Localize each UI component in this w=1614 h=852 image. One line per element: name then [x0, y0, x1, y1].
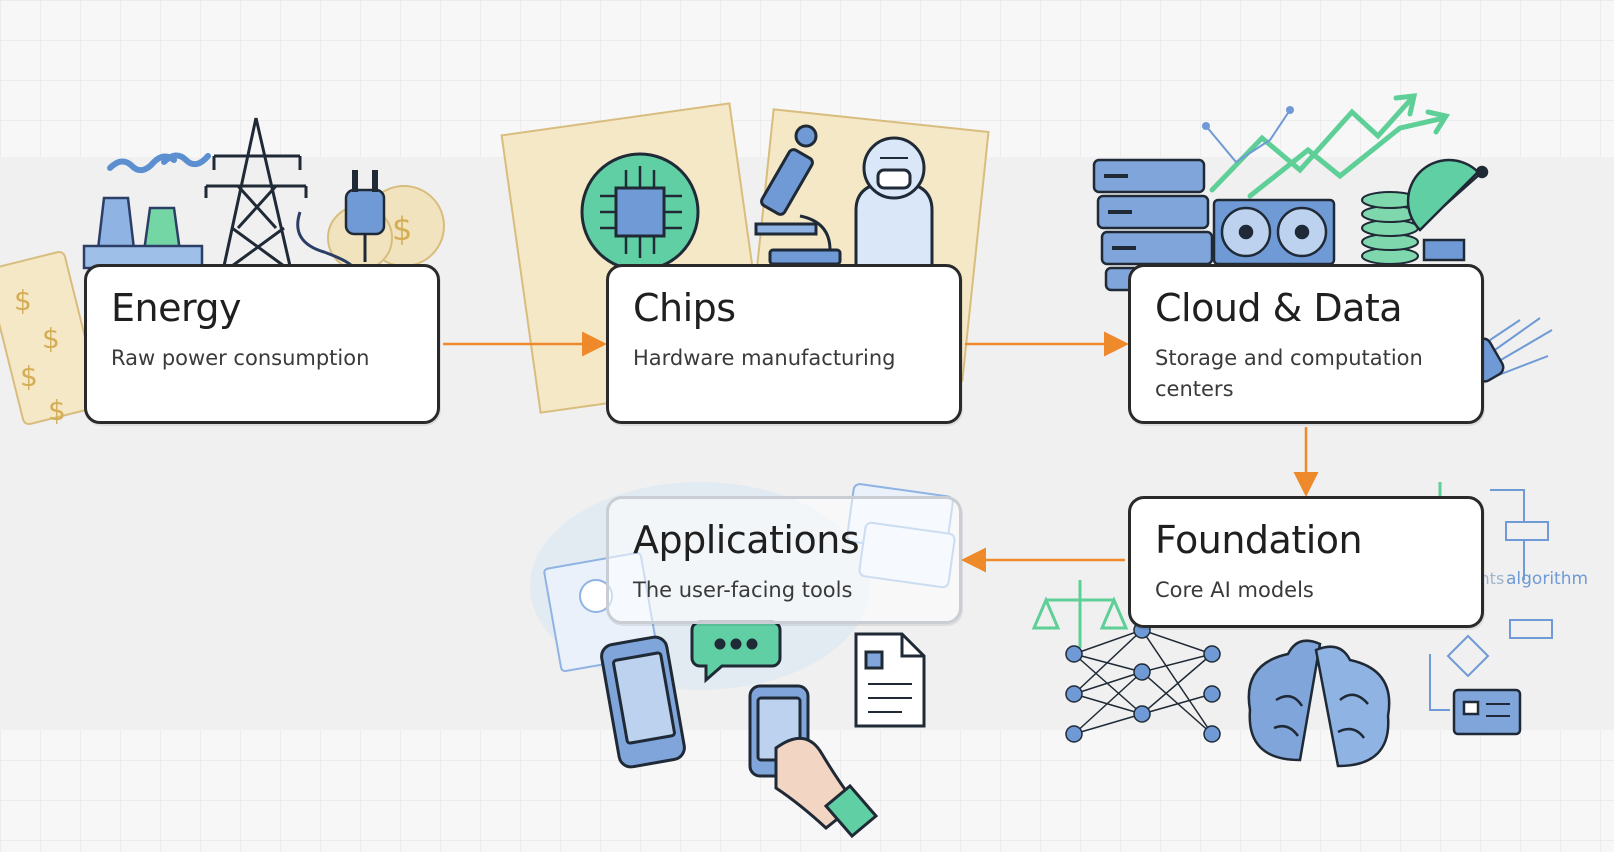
brain-icon [1247, 639, 1391, 768]
node-cloud-data: Cloud & Data Storage and computation cen… [1128, 264, 1484, 424]
svg-text:$: $ [20, 360, 38, 393]
document-icon [854, 632, 926, 728]
chat-bubble-icon [690, 620, 782, 684]
node-title: Foundation [1155, 518, 1363, 562]
satellite-dish-icon [1406, 158, 1489, 262]
node-subtitle: Raw power consumption [111, 346, 370, 370]
node-title: Chips [633, 286, 736, 330]
node-subtitle: Core AI models [1155, 578, 1314, 602]
factory-icon [82, 152, 211, 270]
connector-arrows [443, 331, 1319, 573]
node-subtitle: Hardware manufacturing [633, 346, 896, 370]
svg-text:$: $ [14, 284, 32, 317]
node-chips: Chips Hardware manufacturing [606, 264, 962, 424]
svg-text:$: $ [392, 210, 412, 248]
smartphone-in-hand-icon [748, 684, 879, 839]
growth-chart-icon [1202, 93, 1450, 199]
microscope-icon [754, 124, 842, 266]
fan-icon [1212, 198, 1336, 266]
node-title: Energy [111, 286, 242, 330]
node-subtitle: The user-facing tools [633, 578, 853, 602]
neural-network-icon [1065, 621, 1221, 743]
flowchart-icon [1429, 489, 1553, 711]
card-icon [1452, 688, 1522, 736]
svg-text:$: $ [42, 322, 60, 355]
node-title: Cloud & Data [1155, 286, 1403, 330]
svg-text:$: $ [48, 394, 66, 427]
node-subtitle: Storage and computation centers [1155, 346, 1423, 401]
node-energy: Energy Raw power consumption [84, 264, 440, 424]
cleanroom-worker-icon [854, 136, 934, 268]
chip-icon [580, 152, 700, 272]
node-foundation: Foundation Core AI models [1128, 496, 1484, 628]
node-applications: Applications The user-facing tools [606, 496, 962, 624]
money-icon: $ $ $ $ $ [0, 185, 445, 427]
node-title: Applications [633, 518, 860, 562]
power-plug-icon [296, 170, 386, 268]
smartphone-icon [600, 635, 686, 769]
power-tower-icon [204, 117, 308, 268]
algorithm-label: algorithm [1506, 569, 1588, 589]
